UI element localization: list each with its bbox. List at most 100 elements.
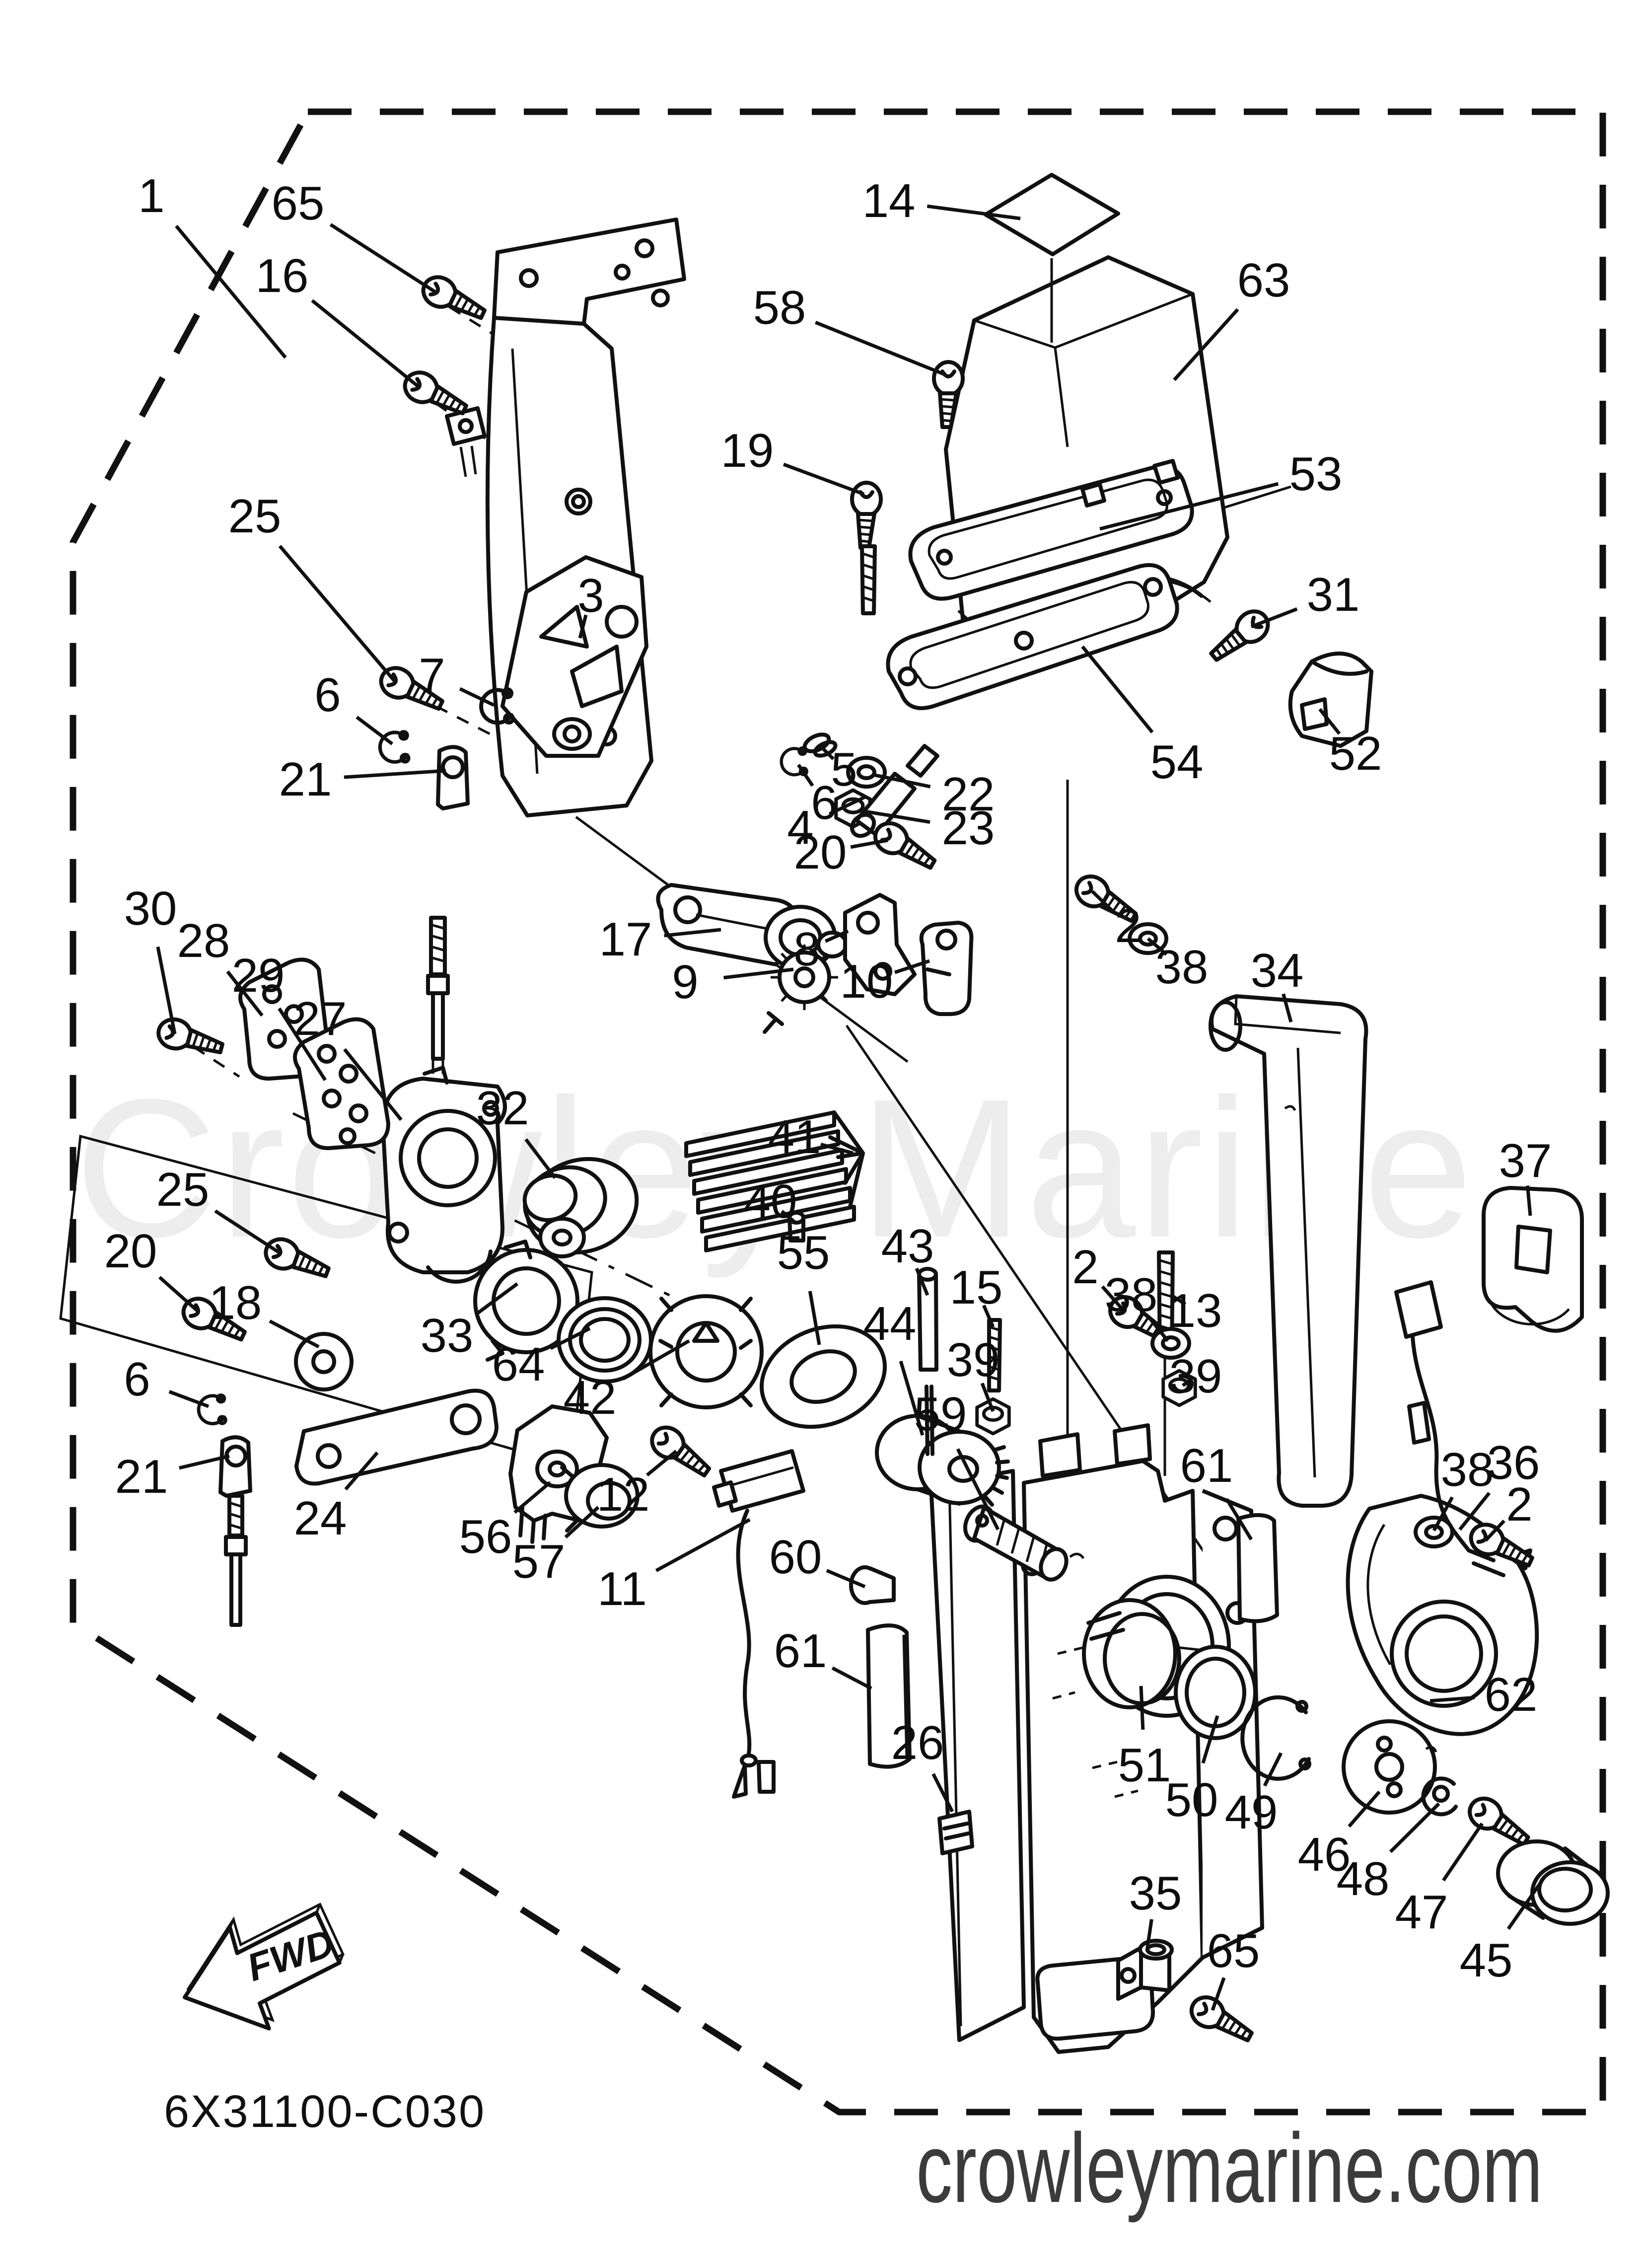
- leader-line-34: [1282, 993, 1293, 1023]
- leader-line-36: [1458, 1492, 1491, 1531]
- part-clip-35: [1116, 1939, 1174, 2001]
- leader-line-43: [915, 1267, 929, 1296]
- leader-line-55: [808, 1291, 821, 1345]
- leader-line-50: [1201, 1715, 1219, 1764]
- part-link-24: [294, 1389, 499, 1486]
- leader-line-47: [1442, 1823, 1484, 1882]
- part-bracket-3: [500, 555, 648, 758]
- leader-line-57: [564, 1506, 600, 1539]
- leader-line-44: [899, 1360, 925, 1436]
- leader-line-20: [158, 1276, 199, 1313]
- part-gasket-54: [886, 563, 1179, 710]
- leader-line-54: [1081, 645, 1154, 733]
- part-gear-9: [763, 945, 838, 1034]
- part-bracket-8: [843, 893, 917, 996]
- leader-line-61: [1225, 1498, 1253, 1540]
- dashed-border: [70, 108, 1606, 2116]
- leader-line-64: [550, 1326, 591, 1350]
- leader-line-6: [168, 1390, 210, 1408]
- leader-line-32: [524, 1138, 557, 1179]
- leader-line-5: [819, 744, 835, 760]
- part-washer-48: [1421, 1776, 1458, 1817]
- leader-line-23: [858, 808, 930, 824]
- leader-line-7: [459, 687, 495, 707]
- leader-line-41: [820, 1143, 854, 1155]
- leader-line-31: [1250, 607, 1298, 629]
- leader-line-37: [1526, 1185, 1532, 1216]
- leader-line-13: [1172, 1295, 1187, 1306]
- part-shaft-4: [850, 744, 939, 838]
- part-lever-17: [656, 883, 848, 970]
- leader-line-28: [226, 970, 264, 1017]
- part-plate-29: [293, 1017, 390, 1150]
- part-washer-18: [294, 1332, 354, 1391]
- leader-line-49: [1263, 1752, 1283, 1787]
- leader-line-20: [850, 838, 888, 849]
- leader-line-25: [278, 545, 396, 683]
- leader-line-39: [980, 1383, 995, 1412]
- part-cap-45: [1496, 1839, 1610, 1926]
- leader-line-29: [278, 1007, 327, 1081]
- part-plug-60: [849, 1565, 896, 1605]
- leader-line-38: [1146, 937, 1168, 956]
- leader-line-58: [815, 320, 947, 377]
- part-stud-15: [987, 1318, 1002, 1392]
- part-snapring-49: [1240, 1695, 1311, 1781]
- part-ring-33: [473, 1240, 579, 1362]
- leader-line-16: [311, 299, 420, 388]
- part-disc-46: [1342, 1719, 1437, 1815]
- part-retainer-27: [381, 1066, 586, 1284]
- part-collar-57: [560, 1463, 640, 1533]
- leader-line-65: [329, 223, 438, 294]
- leader-line-1: [175, 224, 287, 359]
- part-screw-19: [852, 483, 881, 615]
- leader-line-62: [1429, 1695, 1475, 1703]
- leader-line-59: [956, 1448, 1000, 1531]
- leader-line-60: [826, 1569, 866, 1589]
- leader-line-8: [824, 929, 849, 943]
- leader-line-11: [655, 1518, 751, 1572]
- part-clamp-52: [1288, 652, 1373, 748]
- leader-line-2: [1091, 890, 1114, 912]
- leader-line-10: [894, 959, 930, 974]
- leader-line-21: [344, 769, 446, 779]
- leader-line-63: [1173, 308, 1239, 381]
- part-pad-61-left: [866, 1623, 912, 1769]
- leader-line-12: [645, 1450, 678, 1477]
- part-switch-11: [712, 1449, 805, 1799]
- leader-line-35: [1145, 1919, 1153, 1951]
- part-lockring-42: [648, 1294, 764, 1409]
- leader-line-2: [1484, 1519, 1505, 1542]
- leader-line-15: [982, 1305, 995, 1328]
- leader-line-4: [828, 795, 866, 816]
- leader-line-14: [927, 204, 1021, 220]
- leader-line-61: [831, 1666, 872, 1690]
- part-washer-55: [759, 1324, 887, 1429]
- leader-line-40: [781, 1210, 797, 1224]
- leader-line-6: [356, 716, 394, 745]
- leader-line-46: [1348, 1790, 1381, 1828]
- leader-line-9: [723, 967, 794, 980]
- leader-line-21: [179, 1454, 230, 1470]
- part-plate-stack-41: [684, 1110, 865, 1252]
- part-plate-10: [919, 921, 974, 1016]
- leader-line-53: [1099, 482, 1279, 531]
- leader-line-38: [1146, 1315, 1169, 1342]
- part-arm-34: [1209, 994, 1368, 1508]
- leader-line-22: [872, 773, 931, 789]
- leader-line-26: [931, 1773, 954, 1813]
- leader-line-45: [1506, 1880, 1543, 1930]
- part-cup-37: [1482, 1186, 1584, 1333]
- leader-line-24: [344, 1451, 379, 1491]
- part-label-14: [984, 173, 1120, 256]
- leader-line-38: [1432, 1496, 1454, 1532]
- leader-line-2: [1101, 1285, 1125, 1312]
- leader-line-56: [513, 1481, 552, 1514]
- part-gear-44: [875, 1414, 1010, 1507]
- part-clevis-21a: [426, 745, 470, 1074]
- part-bushing-51: [1082, 1598, 1181, 1709]
- footer-site-text: crowleymarine.com: [916, 2113, 1543, 2223]
